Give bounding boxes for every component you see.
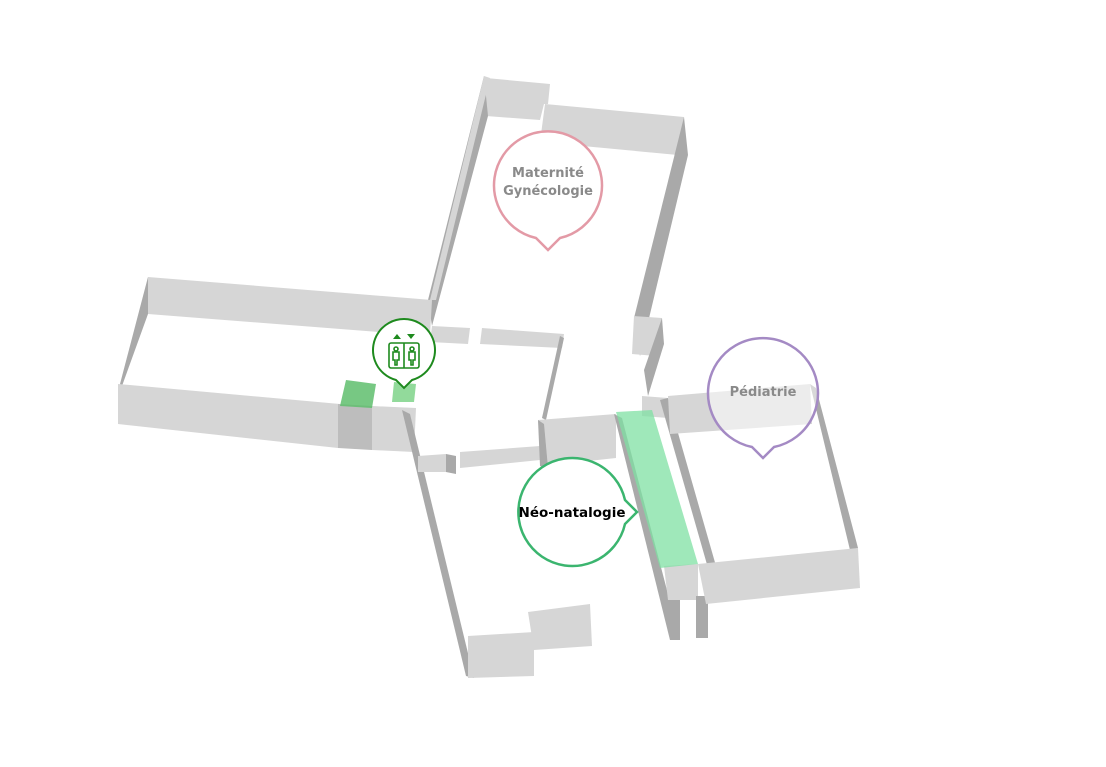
label-neonatalogie: Néo-natalogie bbox=[519, 505, 626, 521]
wing-center-walls bbox=[402, 336, 616, 678]
elevator-icon bbox=[388, 334, 420, 369]
label-maternite-line1: Maternité bbox=[512, 166, 584, 181]
neonatalogie-corridor-walls bbox=[614, 396, 716, 640]
label-pediatrie: Pédiatrie bbox=[730, 385, 797, 400]
neonatalogie-zone-highlight[interactable] bbox=[616, 410, 698, 568]
bubble-elevator[interactable] bbox=[372, 318, 436, 390]
bubble-maternite-shape bbox=[492, 130, 604, 252]
wing-maternite-walls bbox=[428, 76, 688, 396]
bubble-pediatrie[interactable]: Pédiatrie bbox=[706, 336, 820, 460]
label-maternite-line2: Gynécologie bbox=[503, 184, 593, 199]
wing-left-walls bbox=[118, 277, 564, 452]
bubble-maternite[interactable]: Maternité Gynécologie bbox=[492, 130, 604, 252]
elevator-shaft-highlight-2 bbox=[392, 382, 416, 402]
elevator-shaft-highlight bbox=[340, 380, 376, 408]
highlight-zones bbox=[340, 380, 698, 568]
bubble-pediatrie-shape bbox=[706, 336, 820, 460]
bubble-neonatalogie-shape bbox=[517, 456, 639, 568]
bubble-neonatalogie[interactable]: Néo-natalogie bbox=[517, 456, 639, 568]
